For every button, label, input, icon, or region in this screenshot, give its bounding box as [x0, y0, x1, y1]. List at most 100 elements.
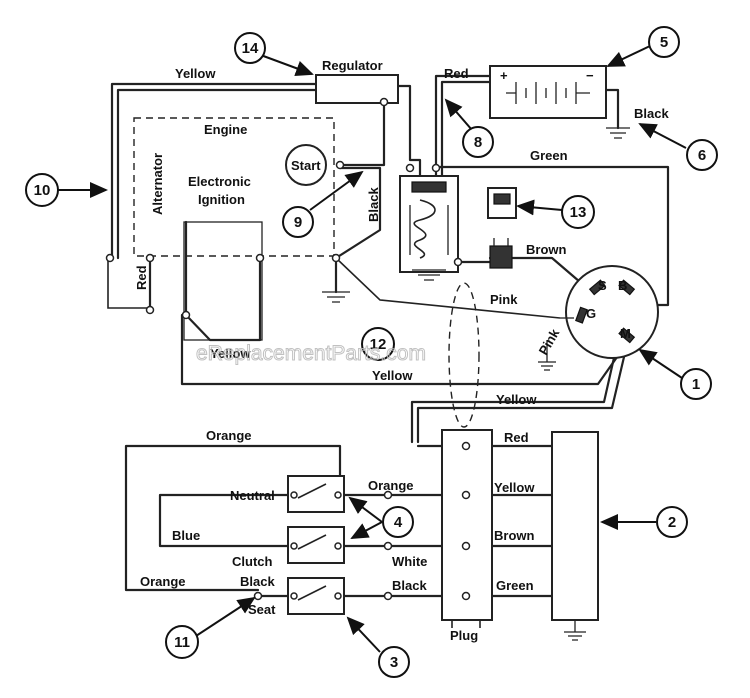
callout-4: 4 [382, 506, 414, 538]
label-blue: Blue [172, 528, 200, 543]
start-button-symbol [285, 144, 327, 186]
plug-legs [451, 620, 481, 628]
wire-reg-solenoid [396, 84, 422, 184]
terminal-m: M [620, 326, 631, 341]
callout-5: 5 [648, 26, 680, 58]
module-2 [551, 431, 599, 641]
svg-text:13: 13 [570, 204, 587, 221]
callout-12: 12 [361, 327, 395, 361]
component-13-relay [487, 187, 517, 269]
label-white: White [392, 554, 427, 569]
svg-text:3: 3 [390, 654, 398, 671]
label-green-top: Green [530, 148, 568, 163]
callout-1: 1 [680, 368, 712, 400]
label-black-ground: Black [634, 106, 669, 121]
neutral-switch [287, 475, 345, 513]
wire-black-vertical [334, 166, 382, 294]
wire-yellow-top-2 [116, 88, 318, 260]
engine-boundary [133, 117, 335, 257]
ground-symbol-pink [538, 361, 556, 371]
label-brown-plug: Brown [494, 528, 535, 543]
wire-reg-start [338, 100, 386, 167]
callout-9: 9 [282, 206, 314, 238]
wire-black-ground [602, 88, 620, 130]
callout-arrows [58, 45, 687, 653]
wire-yellow-loop [180, 313, 624, 386]
label-yellow-top: Yellow [175, 66, 216, 81]
wire-blue [158, 493, 290, 548]
plug-label: Plug [450, 628, 478, 643]
wire-orange-top [124, 444, 342, 592]
wire-yellow-top [110, 82, 318, 260]
wire-pink [335, 257, 561, 319]
terminal-g: G [586, 306, 596, 321]
svg-text:1: 1 [692, 376, 700, 393]
label-red-alternator: Red [134, 265, 149, 290]
wire-yellow-right [416, 338, 630, 444]
wire-red-battery [434, 74, 500, 184]
engine-label: Engine [204, 122, 247, 137]
label-red-battery: Red [444, 66, 469, 81]
neutral-label: Neutral [230, 488, 275, 503]
battery-minus: − [586, 68, 594, 83]
wires [107, 74, 670, 628]
svg-text:2: 2 [668, 514, 676, 531]
wire-alt-bottom [107, 258, 150, 309]
terminal-b: B [618, 278, 627, 293]
label-orange-mid: Orange [368, 478, 414, 493]
label-yellow-right: Yellow [496, 392, 537, 407]
label-brown-solenoid: Brown [526, 242, 567, 257]
ground-symbol-engine [322, 291, 350, 303]
label-black-seat: Black [240, 574, 275, 589]
svg-text:4: 4 [394, 514, 403, 531]
svg-text:5: 5 [660, 34, 668, 51]
wire-green-top [438, 165, 670, 307]
battery [489, 65, 607, 119]
ground-symbol-battery [606, 127, 630, 139]
electronic-label: Electronic [188, 174, 251, 189]
label-black-vertical: Black [366, 187, 381, 222]
key-switch [560, 265, 659, 359]
wire-red-battery-2 [440, 80, 492, 184]
label-pink-vertical: Pink [536, 326, 563, 358]
harness-bundle-ellipse [448, 282, 480, 428]
label-orange-top: Orange [206, 428, 252, 443]
label-yellow-plug: Yellow [494, 480, 535, 495]
label-black-plug: Black [392, 578, 427, 593]
callout-6: 6 [686, 139, 718, 171]
label-yellow-ignition: Yellow [210, 346, 251, 361]
callout-11: 11 [165, 625, 199, 659]
label-yellow-loop: Yellow [372, 368, 413, 383]
svg-text:8: 8 [474, 134, 482, 151]
start-label: Start [291, 158, 321, 173]
svg-text:11: 11 [174, 634, 190, 651]
svg-text:12: 12 [370, 336, 387, 353]
wire-yellow-right-2 [410, 338, 620, 444]
seat-label: Seat [248, 602, 276, 617]
label-orange-left: Orange [140, 574, 186, 589]
regulator-box [315, 74, 399, 104]
svg-text:14: 14 [242, 40, 259, 57]
starter-assembly [399, 175, 459, 281]
wire-ignition [184, 220, 262, 342]
regulator-label: Regulator [322, 58, 383, 73]
terminals [105, 97, 471, 601]
watermark: eReplacementParts.com [196, 342, 426, 365]
callout-14: 14 [234, 32, 266, 64]
label-red-plug: Red [504, 430, 529, 445]
callout-10: 10 [25, 173, 59, 207]
callout-2: 2 [656, 506, 688, 538]
ignition-module [183, 221, 263, 341]
ignition-label: Ignition [198, 192, 245, 207]
clutch-switch [287, 526, 345, 564]
callout-8: 8 [462, 126, 494, 158]
callout-13: 13 [561, 195, 595, 229]
svg-text:6: 6 [698, 147, 706, 164]
alternator-label: Alternator [150, 153, 165, 215]
label-green-plug: Green [496, 578, 534, 593]
clutch-label: Clutch [232, 554, 273, 569]
plug-connector [441, 429, 493, 621]
battery-plus: + [500, 68, 508, 83]
svg-text:9: 9 [294, 214, 302, 231]
